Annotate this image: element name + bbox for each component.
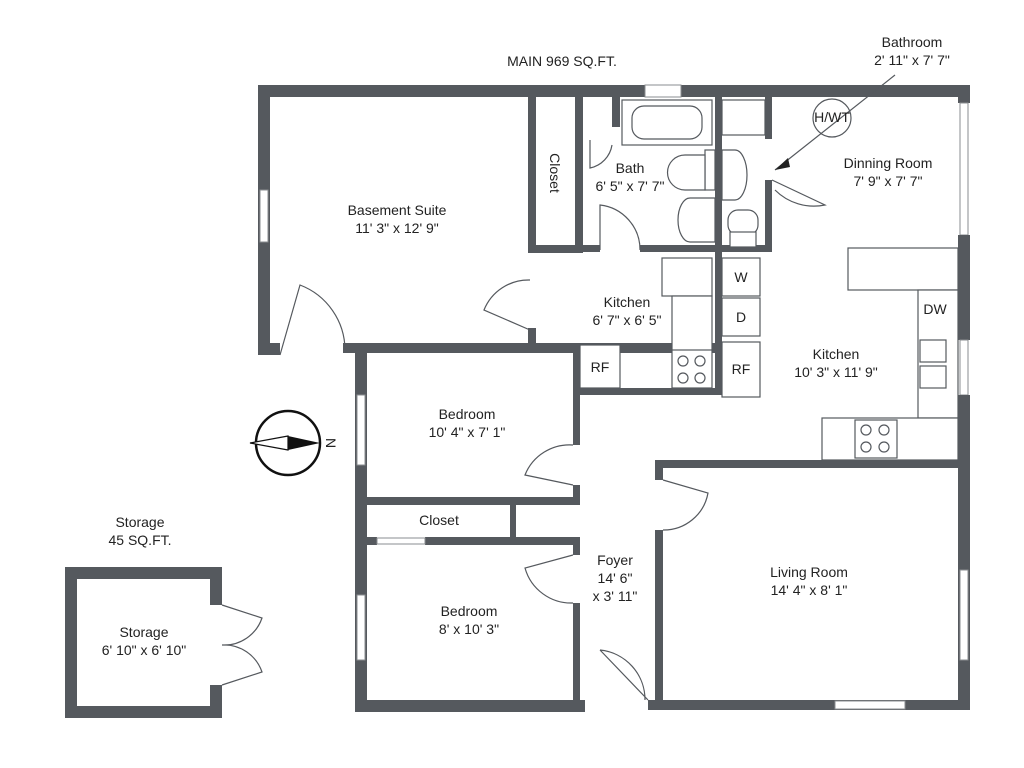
window xyxy=(356,394,366,466)
bathroom-callout-name: Bathroom xyxy=(882,34,943,50)
window xyxy=(959,569,969,661)
shower xyxy=(721,99,766,136)
living-room-name: Living Room xyxy=(770,564,848,580)
dining-room-name: Dinning Room xyxy=(844,155,933,171)
dryer-label: D xyxy=(736,309,746,325)
window xyxy=(959,339,969,396)
compass: N xyxy=(249,409,339,477)
stove xyxy=(671,349,713,389)
fridge-label: RF xyxy=(732,361,751,377)
kitchen-sink xyxy=(661,257,713,297)
compass-north-label: N xyxy=(323,438,339,448)
dining-room-size: 7' 9" x 7' 7" xyxy=(854,173,923,189)
bedroom1-name: Bedroom xyxy=(439,406,496,422)
toilet xyxy=(666,154,706,191)
bathroom-callout-size: 2' 11" x 7' 7" xyxy=(874,52,950,68)
fixtures xyxy=(579,74,959,461)
kitchen-small-size: 6' 7" x 6' 5" xyxy=(593,312,662,328)
walls xyxy=(65,84,970,718)
dryer xyxy=(721,297,761,337)
sink xyxy=(677,197,716,243)
stove xyxy=(854,419,898,459)
window xyxy=(356,594,366,661)
washer-label: W xyxy=(734,269,748,285)
doors xyxy=(221,140,827,701)
closet-mid-label: Closet xyxy=(419,512,459,528)
window xyxy=(834,700,906,710)
sink xyxy=(721,149,748,201)
water-heater-label: H/WT xyxy=(814,109,850,125)
storage-size: 6' 10" x 6' 10" xyxy=(102,642,187,658)
bedroom1-size: 10' 4" x 7' 1" xyxy=(429,424,506,440)
fridge xyxy=(721,341,761,398)
storage-area-title: Storage xyxy=(115,514,164,530)
basement-suite-size: 11' 3" x 12' 9" xyxy=(355,220,439,236)
water-heater xyxy=(812,98,852,138)
kitchen-main-name: Kitchen xyxy=(813,346,860,362)
washer xyxy=(721,257,761,297)
window xyxy=(259,189,269,243)
storage-area-sqft: 45 SQ.FT. xyxy=(108,532,171,548)
foyer-size-2: x 3' 11" xyxy=(593,588,638,604)
foyer-name: Foyer xyxy=(597,552,633,568)
dishwasher-label: DW xyxy=(923,301,947,317)
bath-size: 6' 5" x 7' 7" xyxy=(596,178,665,194)
bedroom2-name: Bedroom xyxy=(441,603,498,619)
window xyxy=(644,84,682,98)
floor-title: MAIN 969 SQ.FT. xyxy=(507,53,617,69)
fridge-label: RF xyxy=(591,359,610,375)
living-room-size: 14' 4" x 8' 1" xyxy=(771,582,848,598)
storage-name: Storage xyxy=(119,624,168,640)
fridge xyxy=(579,344,621,389)
kitchen-small-name: Kitchen xyxy=(604,294,651,310)
foyer-size-1: 14' 6" xyxy=(598,570,633,586)
bath-name: Bath xyxy=(616,160,645,176)
kitchen-island xyxy=(847,247,959,291)
basement-suite-name: Basement Suite xyxy=(348,202,447,218)
bedroom2-size: 8' x 10' 3" xyxy=(439,621,499,637)
kitchen-main-size: 10' 3" x 11' 9" xyxy=(794,364,878,380)
window xyxy=(959,102,969,236)
toilet xyxy=(727,209,759,236)
closet-top-label: Closet xyxy=(547,153,563,193)
